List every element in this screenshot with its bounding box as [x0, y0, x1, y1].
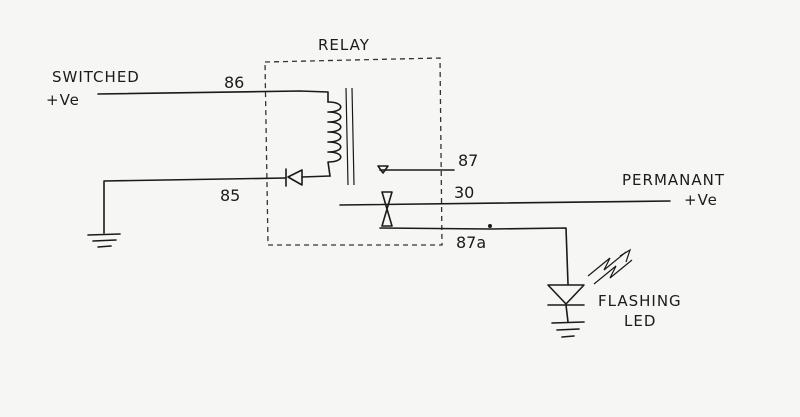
junction-dot — [488, 224, 492, 228]
contact-87-tip — [377, 165, 389, 174]
ground-icon — [551, 321, 585, 338]
switched-label: SWITCHED — [52, 68, 140, 86]
flashing-label: FLASHING — [598, 292, 682, 310]
contact-87a-wire — [379, 227, 569, 285]
relay-armature — [381, 191, 393, 227]
diode-icon — [287, 169, 303, 186]
relay-coil — [327, 101, 342, 177]
switched-input-wire — [97, 90, 329, 103]
relay-label: RELAY — [318, 36, 370, 54]
permanent-input-wire — [339, 200, 671, 206]
permanent-ve-label: +Ve — [684, 191, 718, 209]
led-light-rays-icon — [587, 248, 633, 285]
ground-wire-85 — [103, 177, 287, 234]
ground-icon — [87, 233, 121, 248]
permanent-label: PERMANANT — [622, 171, 725, 189]
pin-86-label: 86 — [224, 73, 244, 92]
relay-enclosure — [264, 57, 443, 246]
pin-87a-label: 87a — [456, 233, 486, 252]
led-icon — [547, 284, 585, 323]
switched-ve-label: +Ve — [46, 91, 80, 109]
coil-core-line — [345, 87, 349, 186]
pin-85-label: 85 — [220, 186, 240, 205]
pin-87-label: 87 — [458, 151, 478, 170]
coil-core-line — [351, 87, 355, 186]
coil-return-wire — [301, 175, 331, 178]
pin-30-label: 30 — [454, 183, 474, 202]
led-label: LED — [624, 312, 656, 330]
